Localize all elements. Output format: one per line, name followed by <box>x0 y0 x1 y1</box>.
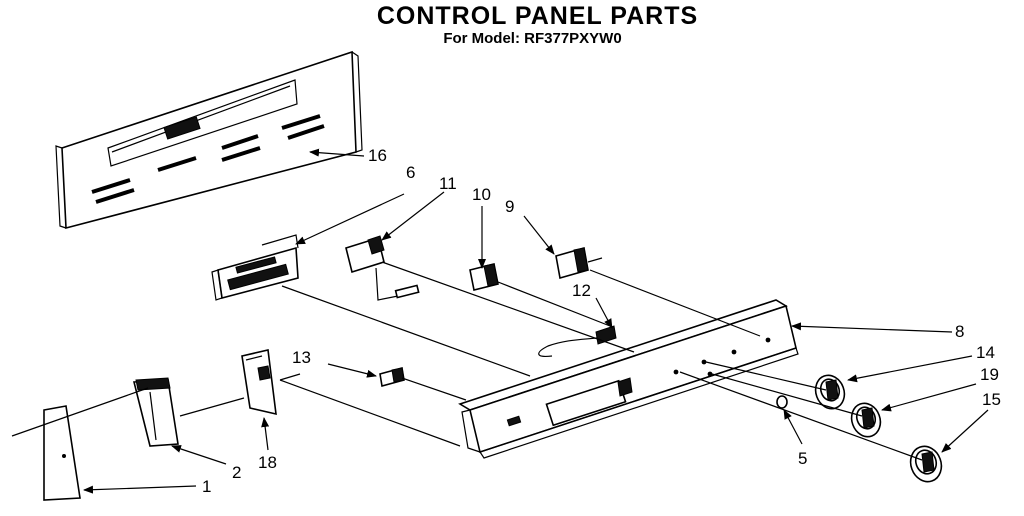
part-6-clock-module <box>211 234 299 301</box>
callout-19: 19 <box>980 365 999 384</box>
callout-10: 10 <box>472 185 491 204</box>
callout-14: 14 <box>976 343 995 362</box>
callout-1: 1 <box>202 477 211 496</box>
callout-5: 5 <box>798 449 807 468</box>
part-10-relay <box>469 263 499 291</box>
callout-8: 8 <box>955 322 964 341</box>
assembly-guide-lines <box>11 261 923 461</box>
part-15-knob <box>909 445 943 483</box>
callout-12: 12 <box>572 281 591 300</box>
part-5-small-knob <box>776 395 788 409</box>
part-8-control-panel <box>458 299 799 459</box>
callout-18: 18 <box>258 453 277 472</box>
part-1-side-trim <box>43 405 81 501</box>
model-subtitle: For Model: RF377PXYW0 <box>443 30 622 47</box>
callout-2: 2 <box>232 463 241 482</box>
part-9-thermostat <box>555 246 603 280</box>
part-19-knob <box>850 402 882 438</box>
part-13-connector <box>379 366 405 388</box>
callout-6: 6 <box>406 163 415 182</box>
part-16-back-panel <box>55 50 363 230</box>
callout-13: 13 <box>292 348 311 367</box>
part-18-bracket <box>241 349 277 416</box>
callout-9: 9 <box>505 197 514 216</box>
callout-11: 11 <box>439 174 457 193</box>
part-2-end-cap <box>132 377 179 447</box>
callout-leaders <box>83 148 989 494</box>
callout-16: 16 <box>368 146 387 165</box>
part-11-switch <box>345 235 420 301</box>
callout-15: 15 <box>982 390 1001 409</box>
part-14-knob <box>814 374 846 410</box>
callout-labels: 16 6 11 10 9 12 8 14 19 15 13 5 18 2 1 <box>202 146 1001 496</box>
page-title: CONTROL PANEL PARTS <box>376 2 699 30</box>
